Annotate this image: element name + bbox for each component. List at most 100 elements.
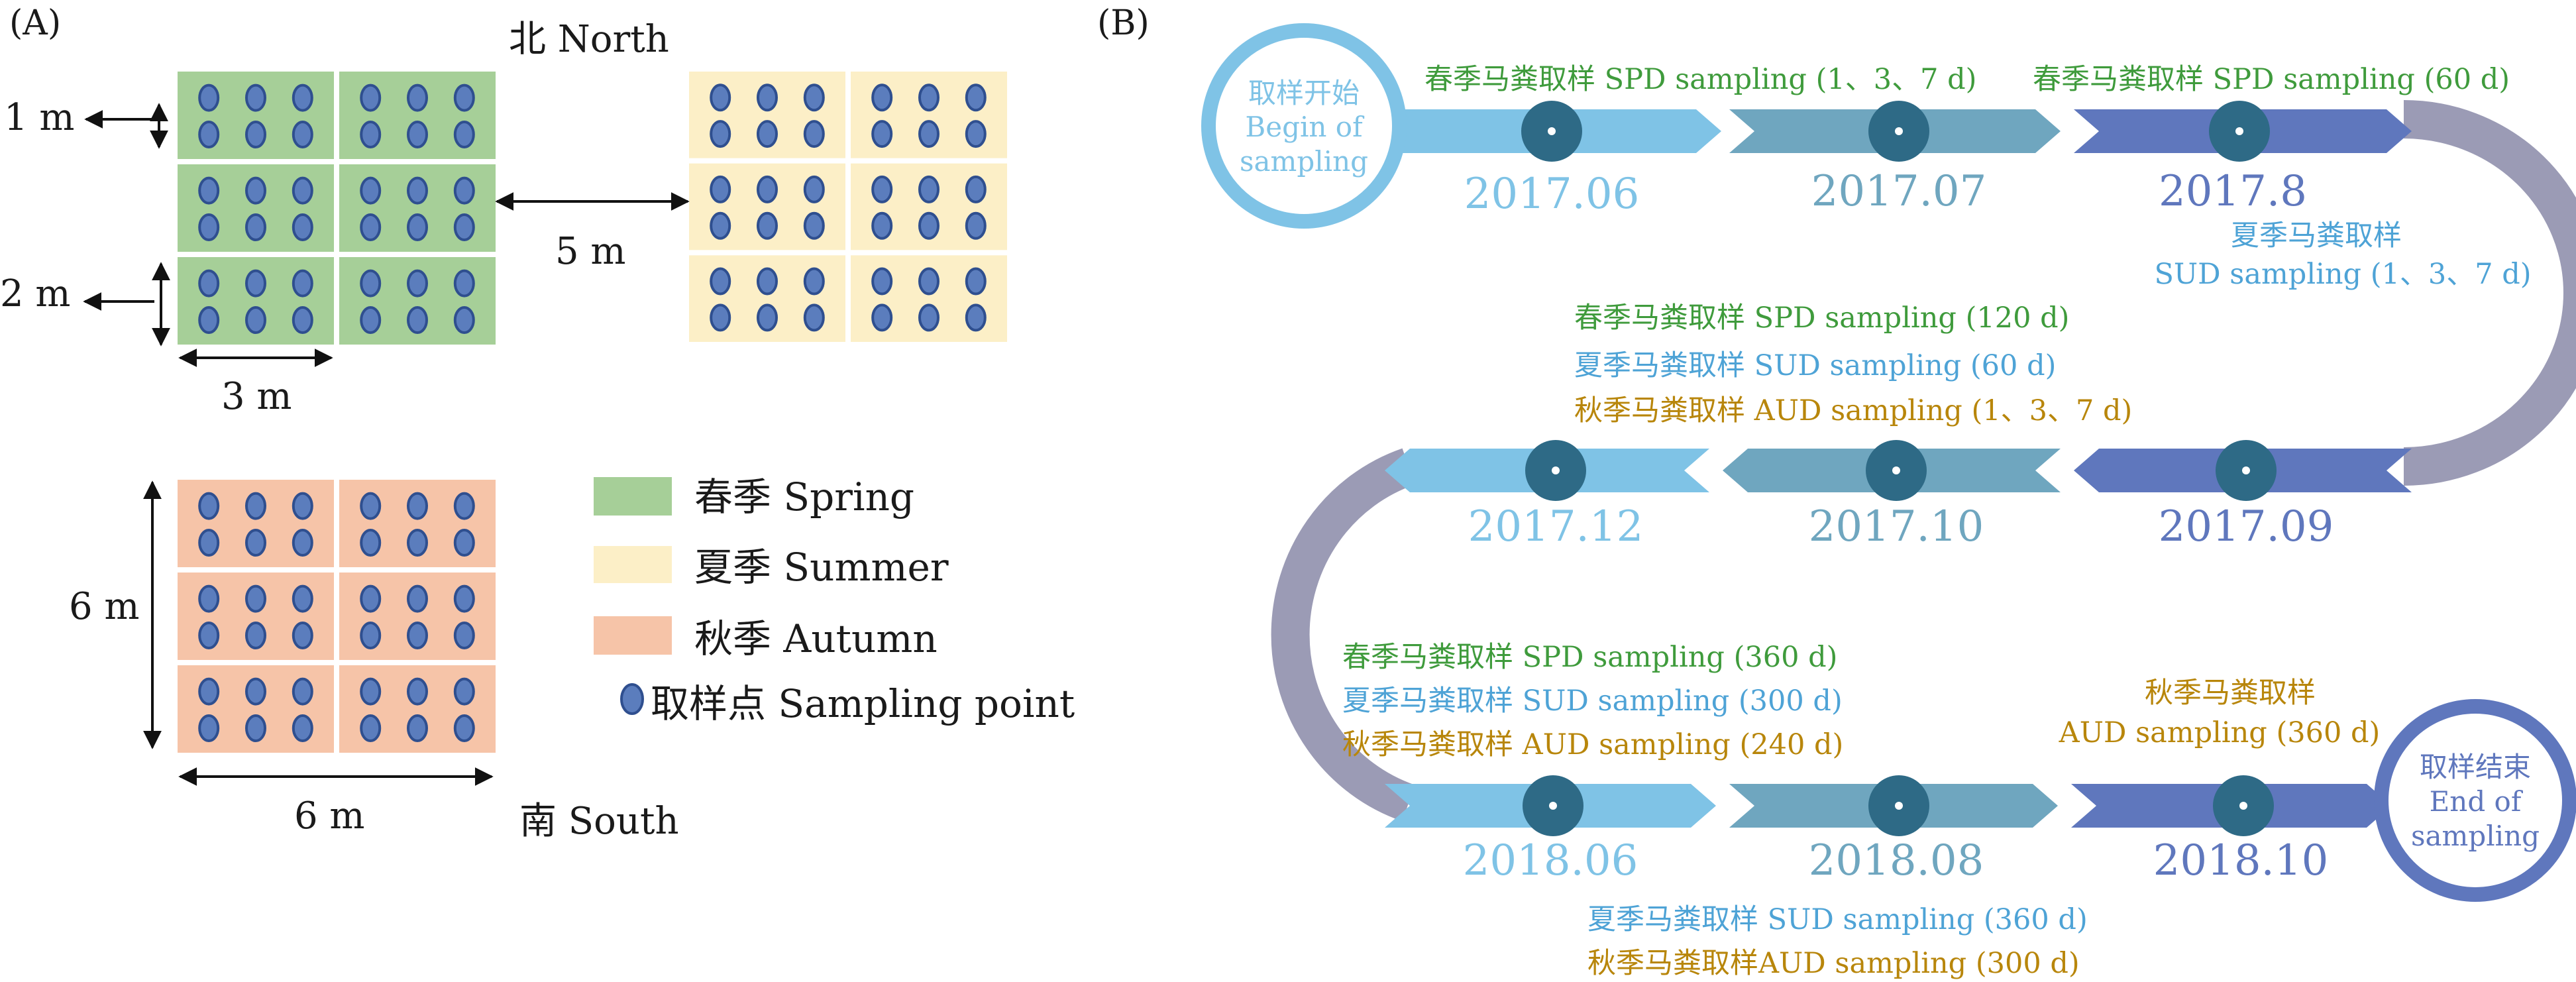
summer-sampling-point (871, 267, 893, 296)
summer-sampling-point (965, 211, 987, 240)
summer-divider-v (845, 72, 851, 342)
timeline-dot-center (1895, 127, 1903, 135)
spring-sampling-point (292, 269, 313, 298)
legend: 春季 Spring 夏季 Summer 秋季 Autumn 取样点 Sampli… (594, 474, 1075, 726)
summer-sampling-point (757, 83, 778, 112)
autumn-sampling-point (407, 492, 428, 520)
autumn-sampling-point (360, 529, 382, 557)
autumn-sampling-point (407, 584, 428, 613)
spring-sampling-point (292, 306, 313, 335)
panel-b-label: (B) (1097, 3, 1150, 43)
autumn-sampling-point (360, 492, 382, 520)
summer-sampling-point (965, 175, 987, 203)
spring-sampling-point (198, 83, 220, 112)
autumn-sampling-point (407, 677, 428, 706)
summer-sampling-point (757, 120, 778, 148)
autumn-sampling-point (198, 714, 220, 743)
dim-5m-label: 5 m (555, 230, 626, 273)
autumn-sampling-point (292, 529, 313, 557)
spring-sampling-point (292, 213, 313, 242)
spring-sampling-point (407, 121, 428, 149)
spring-sampling-point (360, 83, 382, 112)
right-connector-curve (2403, 100, 2576, 486)
autumn-sampling-point (245, 492, 266, 520)
left-connector-curve (1271, 448, 1415, 822)
autumn-divider-v (334, 480, 339, 753)
legend-summer-label: 夏季 Summer (694, 545, 949, 590)
row2-label-2: 夏季马粪取样 SUD sampling (60 d) (1574, 349, 2056, 382)
row2-date-1: 2017.12 (1468, 502, 1644, 551)
spring-sampling-point (453, 269, 475, 298)
legend-swatch-autumn (594, 616, 672, 655)
summer-sampling-point (871, 120, 893, 148)
autumn-sampling-point (453, 714, 475, 743)
summer-sampling-point (803, 175, 825, 203)
spring-sampling-point (198, 176, 220, 205)
summer-sampling-point (757, 211, 778, 240)
timeline-dot-center (1548, 127, 1556, 135)
autumn-sampling-point (453, 529, 475, 557)
autumn-sampling-point (453, 584, 475, 613)
autumn-sampling-point (245, 584, 266, 613)
timeline-dots (1521, 101, 2277, 836)
row2-date-3: 2017.09 (2159, 502, 2334, 551)
autumn-sampling-point (245, 677, 266, 706)
summer-sampling-point (710, 303, 731, 332)
end-line2: End of (2430, 785, 2524, 818)
summer-sampling-point (918, 83, 939, 112)
summer-sampling-point (918, 175, 939, 203)
legend-swatch-spring (594, 477, 672, 516)
legend-swatch-summer (594, 546, 672, 583)
dim-2m-label: 2 m (0, 272, 71, 315)
spring-sampling-point (453, 306, 475, 335)
dimension-5m: 5 m (495, 192, 690, 273)
dimension-1m: 1 m (4, 96, 168, 149)
row1-label-c1: 夏季马粪取样 (2231, 219, 2402, 252)
autumn-sampling-point (453, 677, 475, 706)
summer-sampling-point (965, 83, 987, 112)
legend-autumn-label: 秋季 Autumn (694, 616, 938, 661)
end-line3: sampling (2411, 820, 2540, 852)
spring-sampling-point (453, 121, 475, 149)
autumn-sampling-point (360, 584, 382, 613)
dimension-6m-vertical: 6 m (69, 480, 162, 749)
spring-sampling-point (245, 269, 266, 298)
legend-spring-label: 春季 Spring (694, 474, 914, 519)
summer-sampling-point (710, 175, 731, 203)
spring-plot (178, 72, 496, 345)
spring-sampling-point (360, 176, 382, 205)
row3-date-3: 2018.10 (2153, 836, 2329, 885)
panel-a-label: (A) (9, 3, 61, 43)
spring-sampling-point (360, 213, 382, 242)
autumn-sampling-point (292, 492, 313, 520)
dimension-6m-horizontal: 6 m (178, 767, 494, 838)
summer-sampling-point (710, 211, 731, 240)
autumn-sampling-point (292, 622, 313, 650)
autumn-sampling-point (198, 622, 220, 650)
autumn-sampling-point (360, 714, 382, 743)
autumn-sampling-point (360, 677, 382, 706)
summer-sampling-point (871, 83, 893, 112)
timeline-dot-center (1895, 802, 1903, 810)
summer-sampling-point (757, 267, 778, 296)
timeline-dot-center (1892, 466, 1900, 474)
south-label: 南 South (519, 800, 679, 843)
summer-sampling-point (918, 303, 939, 332)
summer-sampling-point (757, 303, 778, 332)
spring-sampling-point (453, 83, 475, 112)
dim-6m-h-label: 6 m (294, 794, 365, 838)
spring-sampling-point (245, 121, 266, 149)
spring-sampling-point (245, 176, 266, 205)
spring-sampling-point (292, 83, 313, 112)
autumn-sampling-point (198, 584, 220, 613)
end-line1: 取样结束 (2420, 751, 2531, 783)
summer-sampling-point (965, 267, 987, 296)
spring-sampling-point (407, 83, 428, 112)
row1-label-b: 春季马粪取样 SPD sampling (60 d) (2033, 63, 2510, 96)
autumn-sampling-point (292, 714, 313, 743)
row2-date-2: 2017.10 (1809, 502, 1984, 551)
summer-sampling-point (803, 211, 825, 240)
summer-sampling-point (871, 211, 893, 240)
timeline-dot-center (2242, 466, 2250, 474)
